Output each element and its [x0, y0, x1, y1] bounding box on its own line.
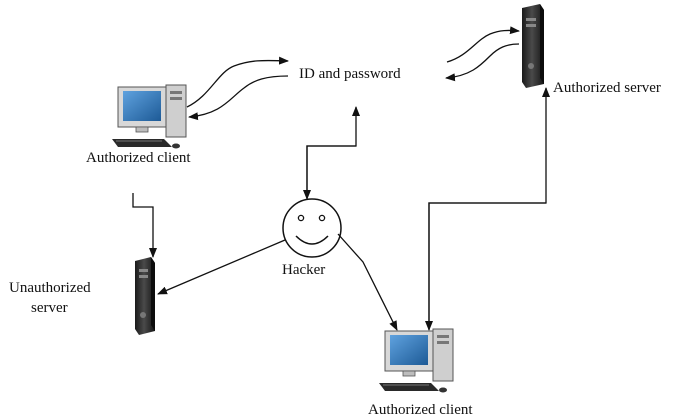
client-id-exchange-arrows	[186, 56, 289, 121]
client-to-unauthorized-server-arrow	[132, 193, 157, 258]
id-hacker-connector	[303, 106, 360, 200]
client-server-connector	[425, 87, 550, 331]
id-server-exchange-arrows	[445, 26, 520, 82]
unauthorized-server-label-line1: Unauthorized	[9, 280, 91, 296]
id-password-label: ID and password	[299, 66, 401, 82]
unauthorized-server-label-line2: server	[31, 300, 68, 316]
hacker-face-icon	[282, 198, 342, 258]
hacker-to-unauthorized-server-arrow	[157, 239, 286, 295]
hacker-to-bottom-client-arrow	[337, 233, 398, 331]
authorized-server-label: Authorized server	[553, 80, 661, 96]
authorized-client-bottom-icon	[379, 328, 454, 393]
authorized-client-top-icon	[112, 84, 187, 149]
hacker-label: Hacker	[282, 262, 325, 278]
authorized-server-icon	[522, 4, 544, 88]
unauthorized-server-icon	[135, 257, 155, 335]
authorized-client-top-label: Authorized client	[86, 150, 191, 166]
authorized-client-bottom-label: Authorized client	[368, 402, 473, 418]
